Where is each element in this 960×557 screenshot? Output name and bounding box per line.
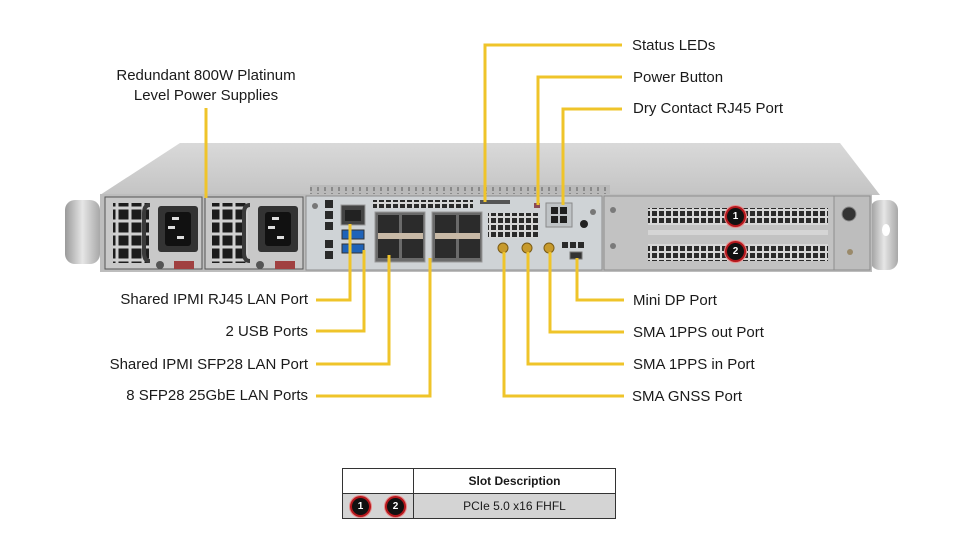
legend-slot-description: PCIe 5.0 x16 FHFL	[413, 493, 616, 519]
legend-header-slot-description: Slot Description	[413, 468, 616, 494]
dry-contact-rj45-port	[545, 202, 573, 228]
usb-port-2	[341, 243, 365, 254]
legend-badge-2: 2	[387, 497, 404, 515]
power-supply-2	[204, 196, 304, 270]
label-usb-ports: 2 USB Ports	[225, 323, 308, 340]
label-power-supplies-line1: Redundant 800W Platinum	[116, 67, 296, 84]
callout-line-sma-1pps-in	[526, 252, 624, 366]
callout-line-sfp28-lan	[316, 258, 432, 398]
label-dry-contact-rj45: Dry Contact RJ45 Port	[633, 100, 784, 117]
top-vent-slits	[310, 185, 610, 194]
label-power-supplies: Redundant 800W Platinum Level Power Supp…	[96, 67, 316, 105]
callout-line-sma-gnss	[502, 252, 624, 398]
usb-port-1	[341, 229, 365, 240]
label-status-leds: Status LEDs	[632, 37, 716, 54]
power-supply-1	[104, 196, 203, 270]
legend-header-empty	[342, 468, 414, 494]
sfp28-cage-group-2	[431, 211, 483, 263]
callout-line-dry-contact	[561, 107, 622, 205]
label-sma-gnss: SMA GNSS Port	[632, 388, 743, 405]
callout-line-sma-1pps-out	[548, 252, 624, 334]
callout-line-ipmi-rj45	[316, 224, 352, 302]
slot-badge-1: 1	[727, 208, 744, 225]
callout-line-status-leds	[483, 43, 622, 202]
chassis-top-cover	[100, 143, 880, 195]
callout-line-power-button	[536, 75, 622, 205]
slot-badge-2: 2	[727, 243, 744, 260]
callout-line-usb	[316, 250, 366, 333]
label-ipmi-sfp28: Shared IPMI SFP28 LAN Port	[109, 356, 308, 373]
legend-header-row: Slot Description	[342, 468, 616, 494]
rack-ear-left	[65, 200, 100, 264]
callout-line-mini-dp	[575, 258, 624, 302]
thumbscrew	[841, 206, 857, 222]
status-leds	[480, 200, 510, 204]
label-sfp28-lan: 8 SFP28 25GbE LAN Ports	[126, 387, 308, 404]
label-power-supplies-line2: Level Power Supplies	[133, 87, 279, 104]
label-sma-1pps-out: SMA 1PPS out Port	[633, 324, 764, 341]
sfp28-cage-group-1	[374, 211, 426, 263]
legend-badge-1: 1	[352, 497, 369, 515]
label-mini-dp: Mini DP Port	[633, 292, 717, 309]
callout-line-ipmi-sfp28	[316, 255, 391, 366]
label-power-button: Power Button	[633, 69, 724, 86]
label-ipmi-rj45: Shared IPMI RJ45 LAN Port	[120, 291, 308, 308]
label-sma-1pps-in: SMA 1PPS in Port	[633, 356, 755, 373]
power-button	[534, 203, 540, 208]
